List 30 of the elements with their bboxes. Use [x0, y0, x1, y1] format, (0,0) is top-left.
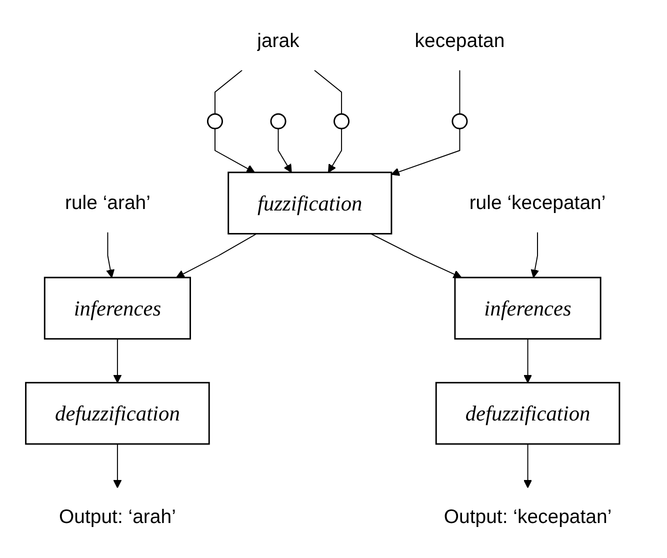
node-circle [270, 113, 286, 130]
node-box: inferences [44, 276, 192, 340]
arrow [328, 128, 342, 173]
connector [459, 70, 460, 114]
node-box: fuzzification [228, 172, 392, 234]
arrow [530, 232, 540, 278]
arrow [370, 233, 462, 278]
node-text: kecepatan [414, 30, 505, 52]
arrow [113, 444, 122, 488]
arrow [106, 232, 115, 278]
arrow [214, 128, 256, 173]
arrow [524, 338, 532, 384]
node-box: defuzzification [436, 382, 620, 445]
connector [214, 70, 243, 114]
arrow [176, 233, 258, 278]
node-box: defuzzification [25, 382, 210, 445]
node-text: rule ‘arah’ [65, 192, 151, 214]
node-text: jarak [257, 30, 300, 52]
connector [314, 70, 342, 114]
node-circle [334, 113, 350, 130]
node-circle [207, 113, 224, 130]
node-box: inferences [454, 276, 602, 340]
arrow [278, 128, 292, 173]
arrow [391, 128, 460, 176]
arrow [113, 338, 122, 384]
node-text: rule ‘kecepatan’ [470, 192, 606, 214]
arrow [524, 444, 532, 488]
node-circle [452, 113, 468, 130]
node-text: Output: ‘arah’ [59, 506, 176, 528]
node-text: Output: ‘kecepatan’ [444, 506, 612, 528]
